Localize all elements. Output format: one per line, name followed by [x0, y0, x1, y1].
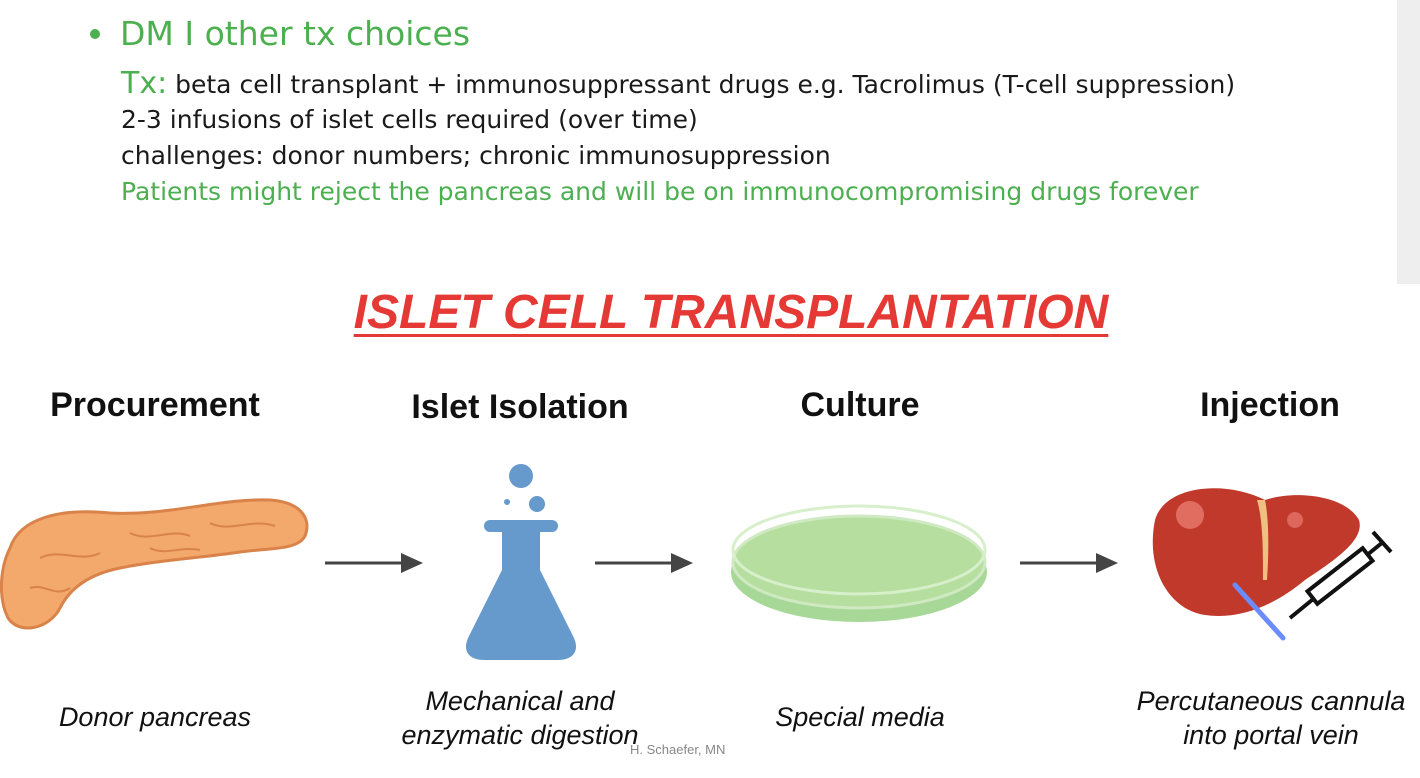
- step-heading-islet-isolation: Islet Isolation: [411, 388, 629, 426]
- pancreas-icon: [0, 498, 309, 630]
- petri-dish-icon: [731, 504, 987, 622]
- liver-syringe-icon: [1152, 488, 1393, 641]
- arrow-right-icon: [595, 553, 693, 573]
- step-caption-culture: Special media: [775, 702, 945, 732]
- bullet-body: Tx: beta cell transplant + immunosuppres…: [121, 66, 1235, 210]
- arrow-right-icon: [1020, 553, 1118, 573]
- bullet-heading-text: DM I other tx choices: [120, 14, 471, 53]
- tx-prefix: Tx:: [121, 66, 168, 101]
- flask-icon: [465, 464, 577, 660]
- footer-credit: H. Schaefer, MN: [630, 742, 726, 757]
- step-heading-culture: Culture: [800, 386, 920, 424]
- step-caption-islet-isolation: Mechanical and enzymatic digestion: [401, 686, 639, 750]
- bullet-dot-icon: [90, 28, 100, 39]
- bullet-heading: DM I other tx choices: [90, 14, 470, 53]
- step-heading-procurement: Procurement: [50, 386, 260, 424]
- step-caption-procurement: Donor pancreas: [58, 702, 252, 732]
- challenges-line: challenges: donor numbers; chronic immun…: [121, 141, 831, 170]
- tx-line: Tx: beta cell transplant + immunosuppres…: [121, 66, 1235, 102]
- scrollbar-track[interactable]: [1397, 0, 1420, 284]
- step-heading-injection: Injection: [1200, 386, 1340, 424]
- rejection-note: Patients might reject the pancreas and w…: [121, 177, 1199, 206]
- tx-text: beta cell transplant + immunosuppressant…: [167, 70, 1236, 99]
- figure-title: ISLET CELL TRANSPLANTATION: [353, 286, 1109, 339]
- arrow-right-icon: [325, 553, 423, 573]
- infusions-line: 2-3 infusions of islet cells required (o…: [121, 105, 698, 134]
- step-caption-injection: Percutaneous cannula into portal vein: [1136, 686, 1406, 750]
